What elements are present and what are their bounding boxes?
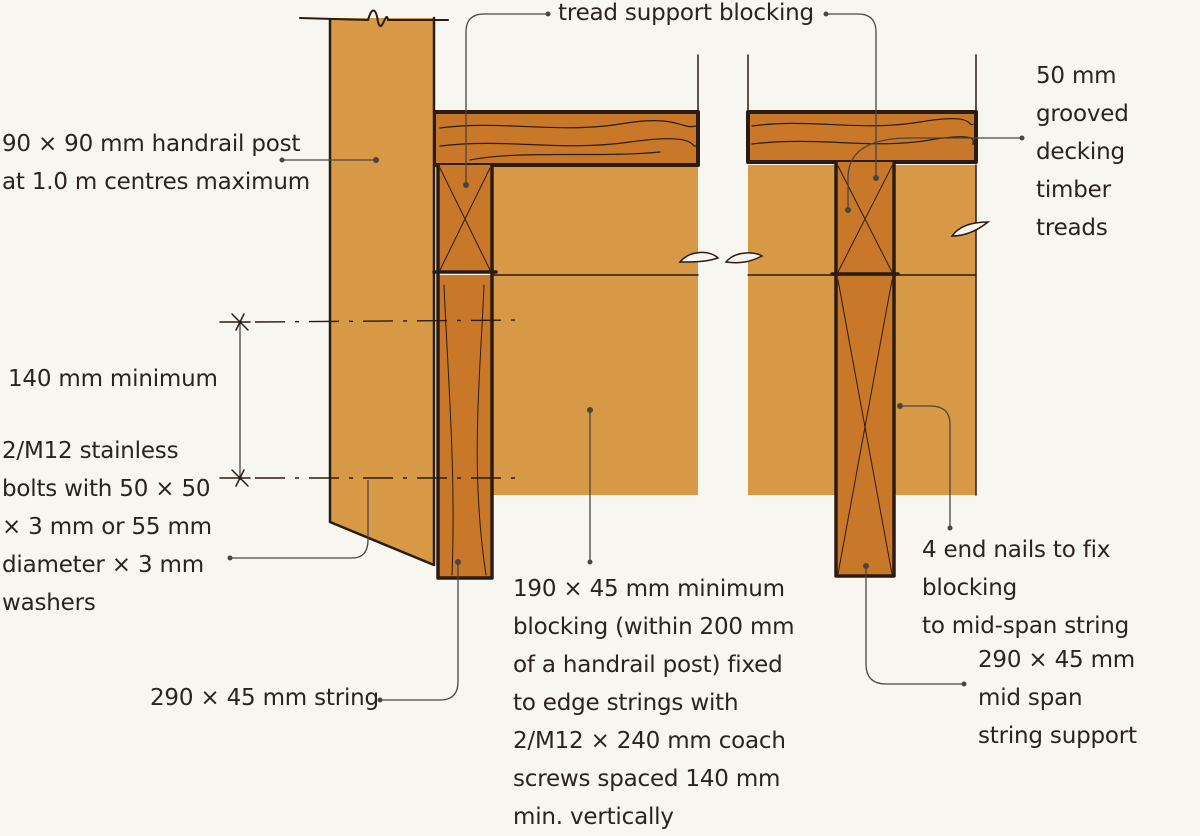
leader-end-nails xyxy=(900,405,951,528)
edge-string-outline xyxy=(432,163,498,580)
break-mark xyxy=(724,252,764,264)
label-end-nails: 4 end nails to fix blocking to mid-span … xyxy=(922,537,1130,639)
decking-tread-right xyxy=(748,112,976,162)
leader-dot xyxy=(373,157,379,163)
leader-dot xyxy=(1019,135,1025,141)
leader-tread-support-right xyxy=(826,13,877,178)
bolt-centreline-top xyxy=(254,319,526,323)
leader-dot xyxy=(587,559,593,565)
leader-dot xyxy=(545,11,551,17)
leader-dot xyxy=(227,555,233,561)
leader-bolts xyxy=(230,480,369,559)
break-mark xyxy=(950,221,991,237)
label-blocking: 190 × 45 mm minimum blocking (within 200… xyxy=(513,576,795,830)
leader-dot xyxy=(823,11,829,17)
leader-string xyxy=(380,562,459,701)
leader-dot xyxy=(863,563,869,569)
label-handrail-post: 90 × 90 mm handrail post at 1.0 m centre… xyxy=(2,131,310,195)
leader-dot xyxy=(897,403,903,409)
leader-dot xyxy=(587,407,593,413)
leader-dot xyxy=(961,681,967,687)
mid-span-string-cross xyxy=(837,279,893,575)
edge-string-cross xyxy=(439,167,491,271)
label-140-minimum: 140 mm minimum xyxy=(8,366,218,392)
label-mid-span: 290 × 45 mm mid span string support xyxy=(978,647,1137,749)
dimension-tick-top xyxy=(219,313,251,331)
leader-dot xyxy=(845,207,851,213)
leader-dot xyxy=(377,697,383,703)
leader-dot xyxy=(279,157,285,163)
leader-dot xyxy=(455,559,461,565)
leader-dot xyxy=(947,525,953,531)
handrail-post-outline xyxy=(328,16,436,567)
edge-string-grain xyxy=(443,284,487,576)
leader-tread-support-left xyxy=(465,13,548,185)
left-blocking-panel xyxy=(492,165,698,495)
label-decking-treads: 50 mm grooved decking timber treads xyxy=(1036,63,1129,241)
decking-tread-grain xyxy=(439,120,697,161)
handrail-post xyxy=(330,18,434,565)
decking-tread-grain xyxy=(751,118,975,145)
leader-mid-span xyxy=(865,566,964,685)
label-string: 290 × 45 mm string xyxy=(150,685,379,711)
edge-string-lower xyxy=(438,275,492,578)
label-bolts: 2/M12 stainless bolts with 50 × 50 × 3 m… xyxy=(2,438,212,616)
mid-span-outline xyxy=(830,160,900,578)
mid-span-blocking-cross xyxy=(837,165,893,273)
dimension-tick-bottom xyxy=(219,469,251,487)
handrail-post-top xyxy=(299,9,449,27)
label-tread-support-blocking: tread support blocking xyxy=(558,0,814,26)
leader-dot xyxy=(463,182,469,188)
leader-decking xyxy=(847,137,1022,210)
leader-dot xyxy=(873,175,879,181)
break-mark xyxy=(678,251,720,263)
